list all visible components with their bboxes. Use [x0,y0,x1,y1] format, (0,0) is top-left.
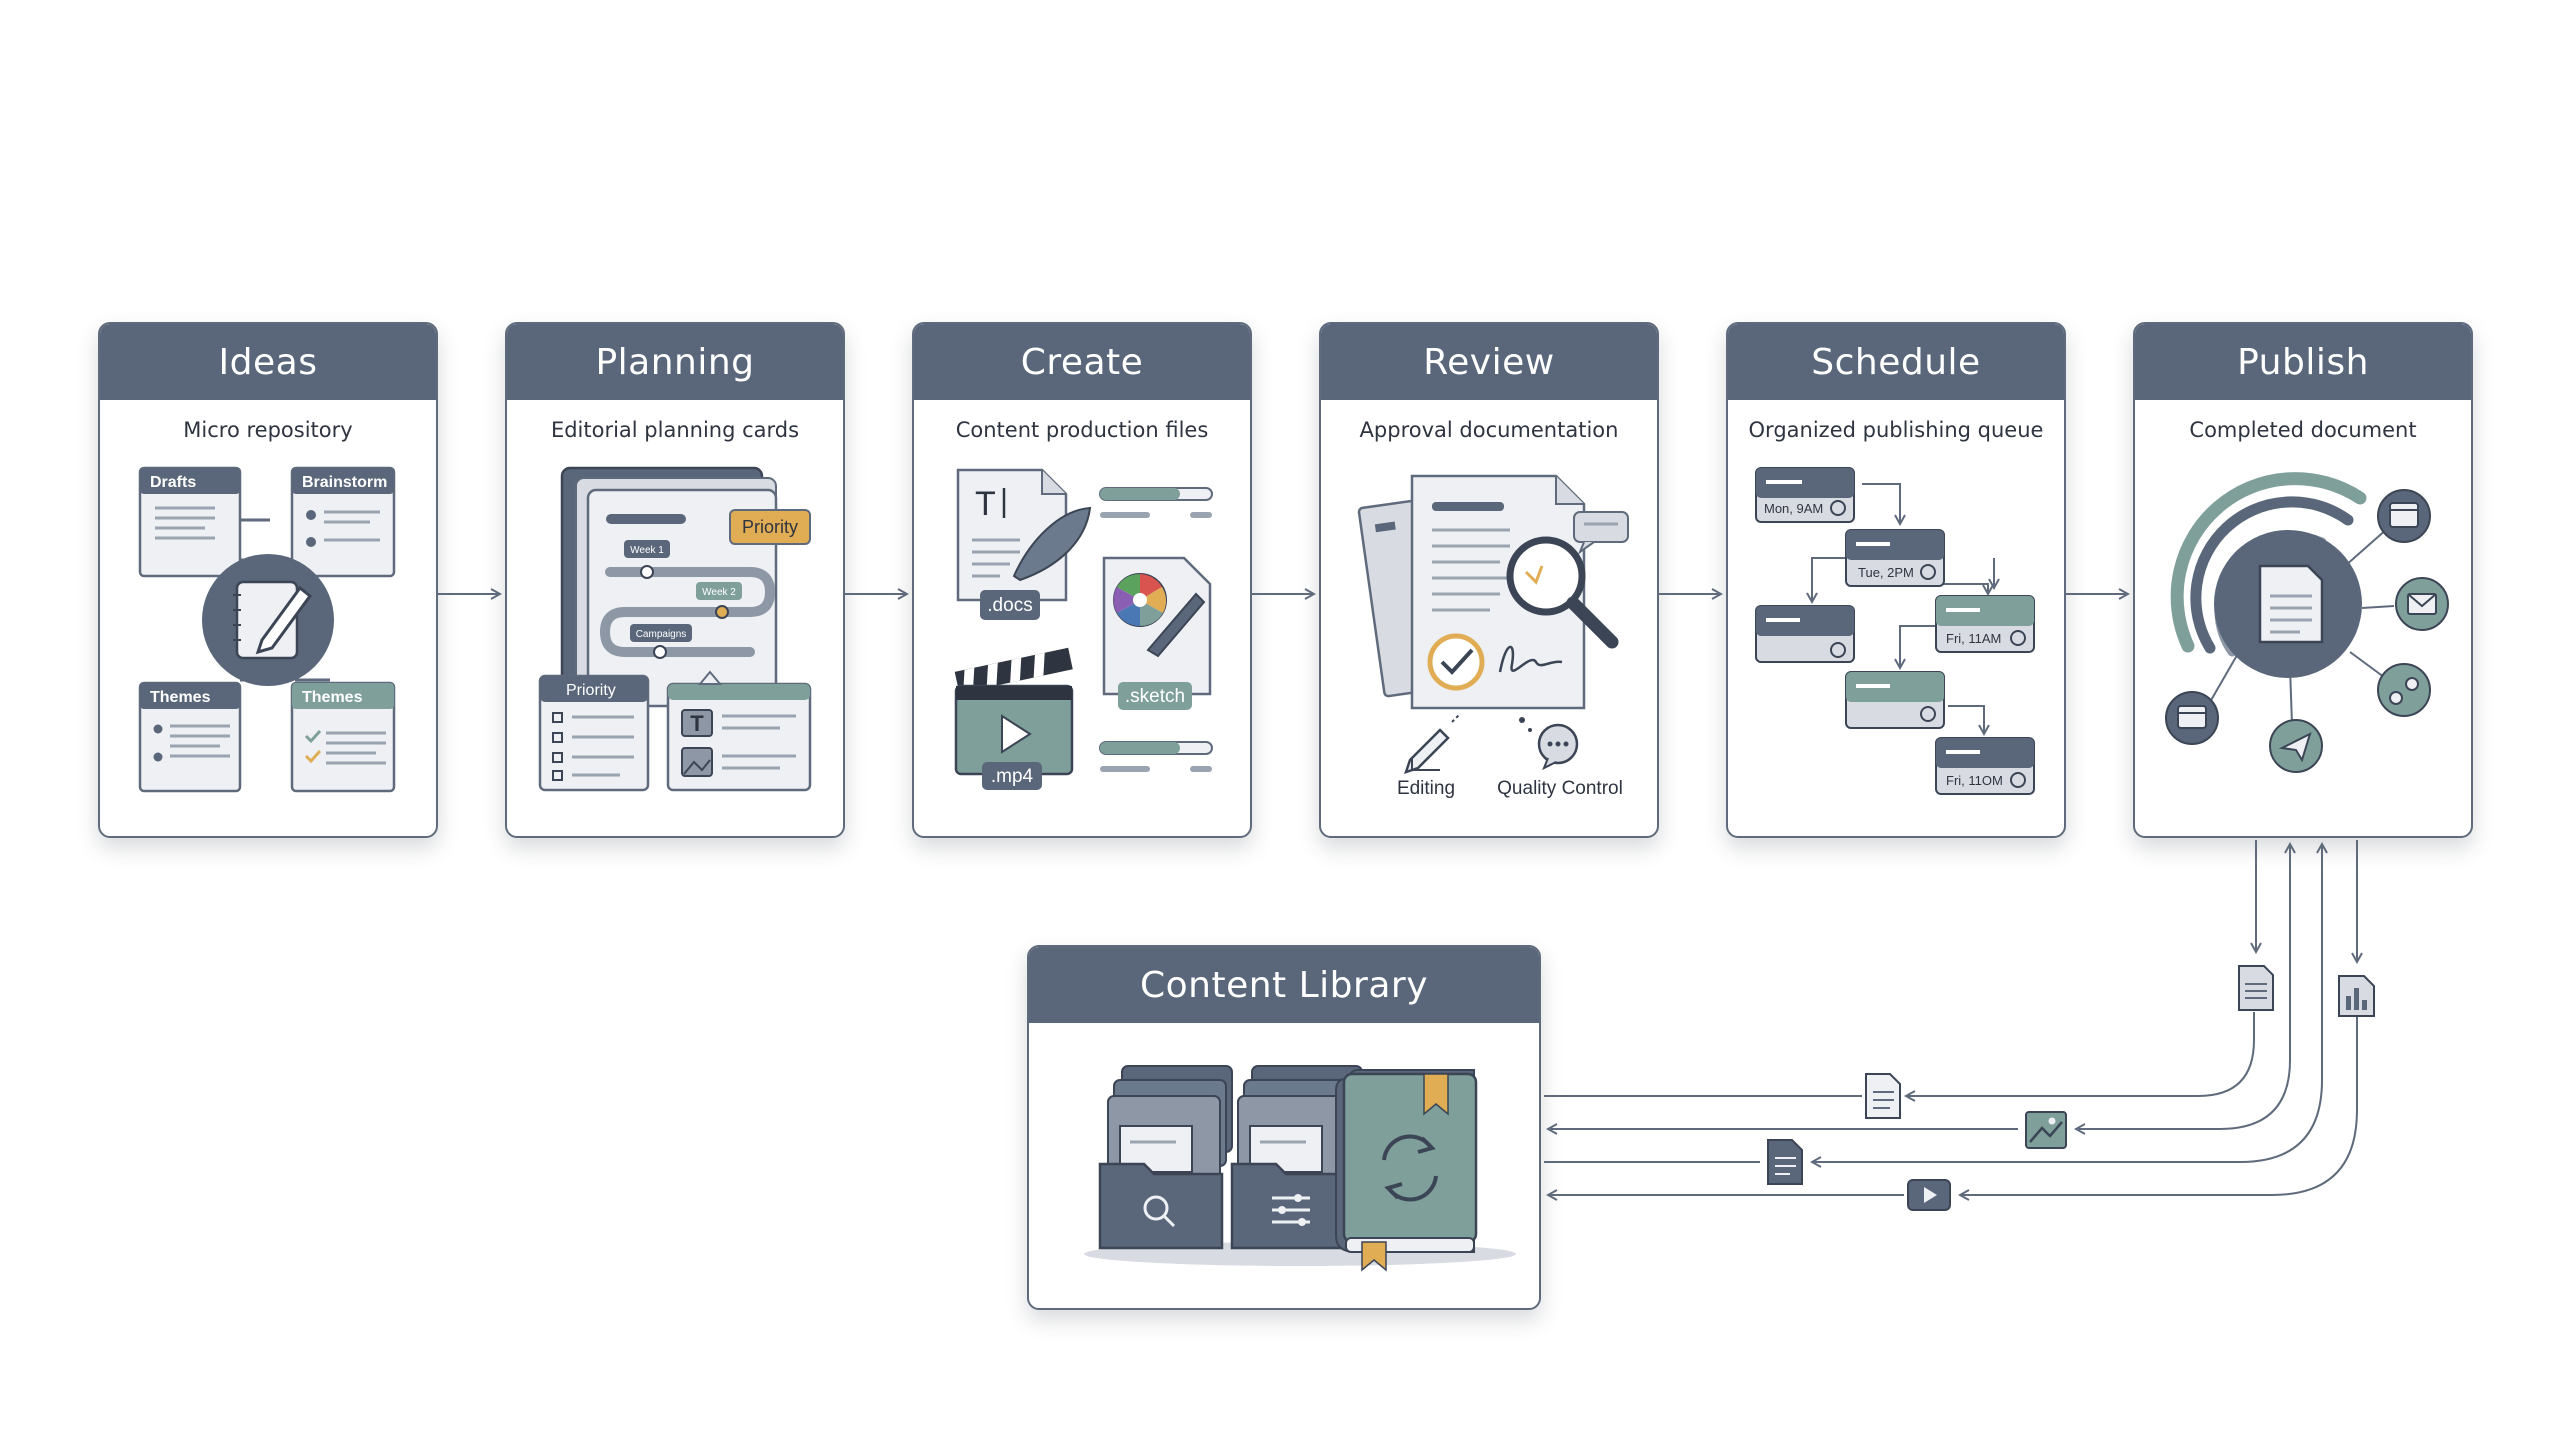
stage-subtitle: Editorial planning cards [550,418,800,442]
svg-text:T: T [690,711,704,736]
create-sketch-label: .sketch [1125,686,1185,707]
stage-subtitle: Micro repository [183,418,353,442]
stage-title: Planning [507,324,843,400]
schedule-illustration: Mon, 9AM Tue, 2PM Fri, 11AM Fri, 11OM [1755,467,2035,795]
planning-week1-label: Week 1 [630,545,664,556]
planning-priority-tag: Priority [742,517,798,537]
ideas-themes-left-label: Themes [150,689,211,706]
ideas-illustration: Drafts Brainstorm Themes Themes [138,466,396,793]
library-illustration [1084,1065,1516,1272]
stage-subtitle: Completed document [2189,418,2417,442]
library-return-flows [1544,840,2357,1195]
create-illustration: T .docs .sketch [954,468,1213,790]
planning-priority-card-label: Priority [566,682,616,699]
stage-title: Publish [2135,324,2471,400]
stage-title: Create [914,324,1250,400]
ideas-brainstorm-label: Brainstorm [302,474,387,491]
library-title: Content Library [1029,947,1539,1023]
stage-title: Review [1321,324,1657,400]
planning-campaigns-label: Campaigns [636,629,687,640]
schedule-slot2-label: Tue, 2PM [1858,565,1914,580]
review-editing-label: Editing [1397,778,1455,799]
schedule-slot4-label: Fri, 11OM [1946,773,2003,788]
review-quality-label: Quality Control [1497,778,1623,799]
ideas-themes-right-label: Themes [302,689,363,706]
stage-subtitle: Organized publishing queue [1748,418,2044,442]
review-illustration: Editing Quality Control [1357,474,1629,799]
stage-title: Ideas [100,324,436,400]
stage-card-review: Review Approval documentation [1319,322,1659,838]
stage-subtitle: Approval documentation [1359,418,1619,442]
create-mp4-label: .mp4 [991,766,1034,787]
ideas-drafts-label: Drafts [150,474,196,491]
publish-illustration [2165,472,2449,773]
stage-subtitle: Content production files [955,418,1209,442]
return-flow-icons [1767,965,2375,1211]
create-docs-label: .docs [987,595,1032,616]
stage-title: Schedule [1728,324,2064,400]
planning-illustration: Priority Week 1 Week 2 Campaigns Priorit… [538,466,812,792]
svg-text:T: T [975,485,996,523]
schedule-slot3-label: Fri, 11AM [1946,631,2001,646]
schedule-slot1-label: Mon, 9AM [1764,501,1823,516]
planning-week2-label: Week 2 [702,587,736,598]
